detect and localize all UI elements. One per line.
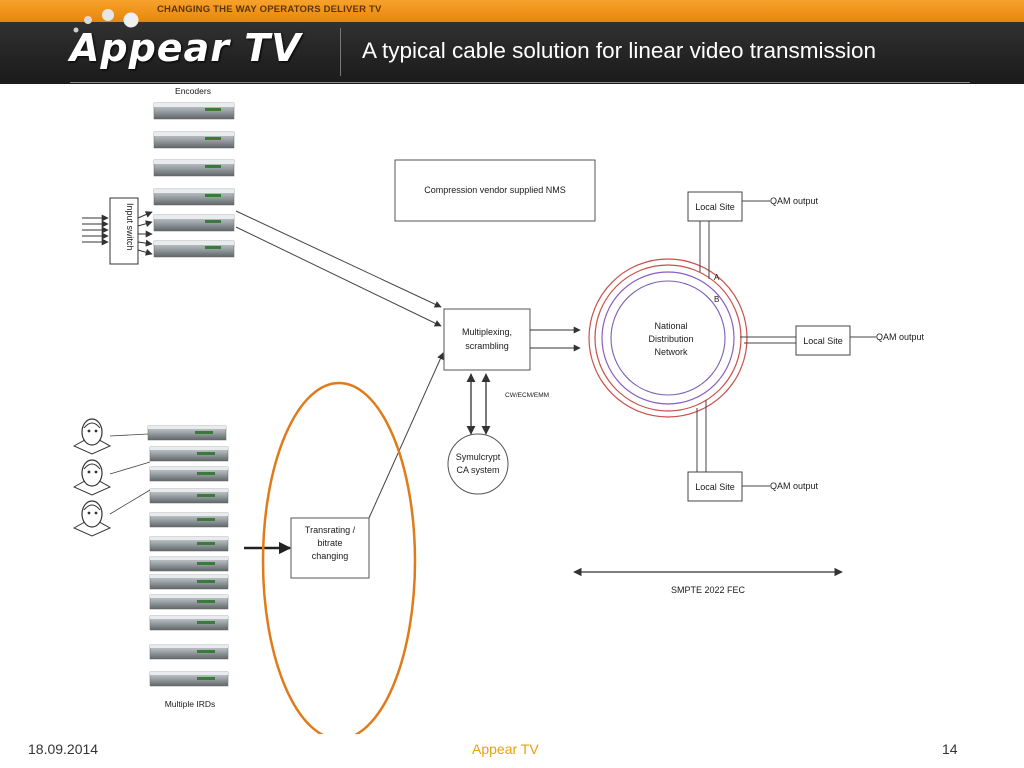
ird-device (149, 556, 229, 572)
ring-inner (610, 280, 726, 396)
network-label-line2: Distribution (648, 334, 693, 344)
ca-label-line1: Symulcrypt (456, 452, 501, 462)
company-logo: Appear TV (70, 26, 302, 70)
local-site-bottom-label: Local Site (695, 482, 735, 492)
ird-device (149, 644, 229, 660)
highlight-ellipse (261, 381, 417, 734)
ird-device (149, 466, 229, 482)
ird-stack (147, 425, 229, 687)
footer-page-number: 14 (942, 741, 958, 757)
ird-device (149, 594, 229, 610)
footer-brand: Appear TV (472, 741, 539, 757)
footer-date: 18.09.2014 (28, 741, 99, 757)
ring-b-label: B (714, 295, 719, 304)
transrating-label-line3: changing (312, 551, 349, 561)
encoder-stack (153, 102, 235, 258)
ca-label-line2: CA system (456, 465, 499, 475)
local-site-right-label: Local Site (803, 336, 843, 346)
ird-device (149, 536, 229, 552)
header-bar: CHANGING THE WAY OPERATORS DELIVER TV Ap… (0, 0, 1024, 84)
ird-user-icons (72, 418, 112, 537)
transrating-box: Transrating / bitrate changing (290, 517, 370, 579)
ird-device (149, 488, 229, 504)
mux-label-line1: Multiplexing, (462, 327, 512, 337)
ird-device (149, 512, 229, 528)
user-icon (72, 459, 112, 496)
ca-system: Symulcrypt CA system (447, 433, 509, 495)
qam-bottom-label: QAM output (770, 481, 819, 491)
mux-box: Multiplexing, scrambling (443, 308, 531, 371)
input-arrows (82, 211, 153, 256)
encoder-to-mux-arrows (235, 210, 442, 327)
mux-to-network-arrows (530, 326, 581, 352)
transrating-label-line2: bitrate (317, 538, 342, 548)
nms-box: Compression vendor supplied NMS (394, 159, 596, 222)
ring-b (601, 271, 735, 405)
irds-label: Multiple IRDs (165, 699, 216, 709)
ring-a-label: A (714, 273, 720, 282)
ird-device (149, 446, 229, 462)
header-orange-band (0, 0, 1024, 22)
logo-dots-icon (73, 9, 139, 33)
qam-top-label: QAM output (770, 196, 819, 206)
ird-device (149, 574, 229, 590)
network-label-line1: National (654, 321, 687, 331)
nms-label: Compression vendor supplied NMS (424, 185, 566, 195)
local-site-top-label: Local Site (695, 202, 735, 212)
cw-arrows (466, 373, 491, 435)
transrating-label-line1: Transrating / (305, 525, 356, 535)
cable-solution-diagram: Encoders Input switch Compression vendor… (72, 86, 925, 734)
input-switch-label: Input switch (125, 203, 135, 251)
qam-right-label: QAM output (876, 332, 925, 342)
encoder-device (153, 214, 235, 232)
distribution-rings (588, 258, 748, 418)
local-site-top: Local Site QAM output (687, 191, 819, 279)
encoder-device (153, 131, 235, 149)
encoder-device (153, 102, 235, 120)
encoder-device (153, 240, 235, 258)
transrating-to-mux-arrow (368, 352, 444, 519)
encoders-label: Encoders (175, 86, 211, 96)
ird-device (147, 425, 227, 441)
header-tagline: CHANGING THE WAY OPERATORS DELIVER TV (157, 4, 382, 15)
mux-label-line2: scrambling (465, 341, 509, 351)
cw-label: CW/ECM/EMM (505, 392, 549, 399)
smpte-label: SMPTE 2022 FEC (671, 585, 746, 595)
user-icon (72, 418, 112, 455)
user-to-ird-lines (109, 433, 151, 515)
local-site-right: Local Site QAM output (740, 325, 925, 356)
ring-a (594, 264, 742, 412)
encoder-device (153, 188, 235, 206)
local-site-bottom: Local Site QAM output (687, 400, 819, 502)
ird-device (149, 671, 229, 687)
header-divider (340, 28, 341, 76)
ring-outer (588, 258, 748, 418)
user-icon (72, 500, 112, 537)
network-label-line3: Network (654, 347, 688, 357)
input-switch: Input switch (109, 197, 139, 265)
header-rule (70, 82, 970, 83)
ird-device (149, 615, 229, 631)
encoder-device (153, 159, 235, 177)
slide-title: A typical cable solution for linear vide… (362, 38, 877, 63)
